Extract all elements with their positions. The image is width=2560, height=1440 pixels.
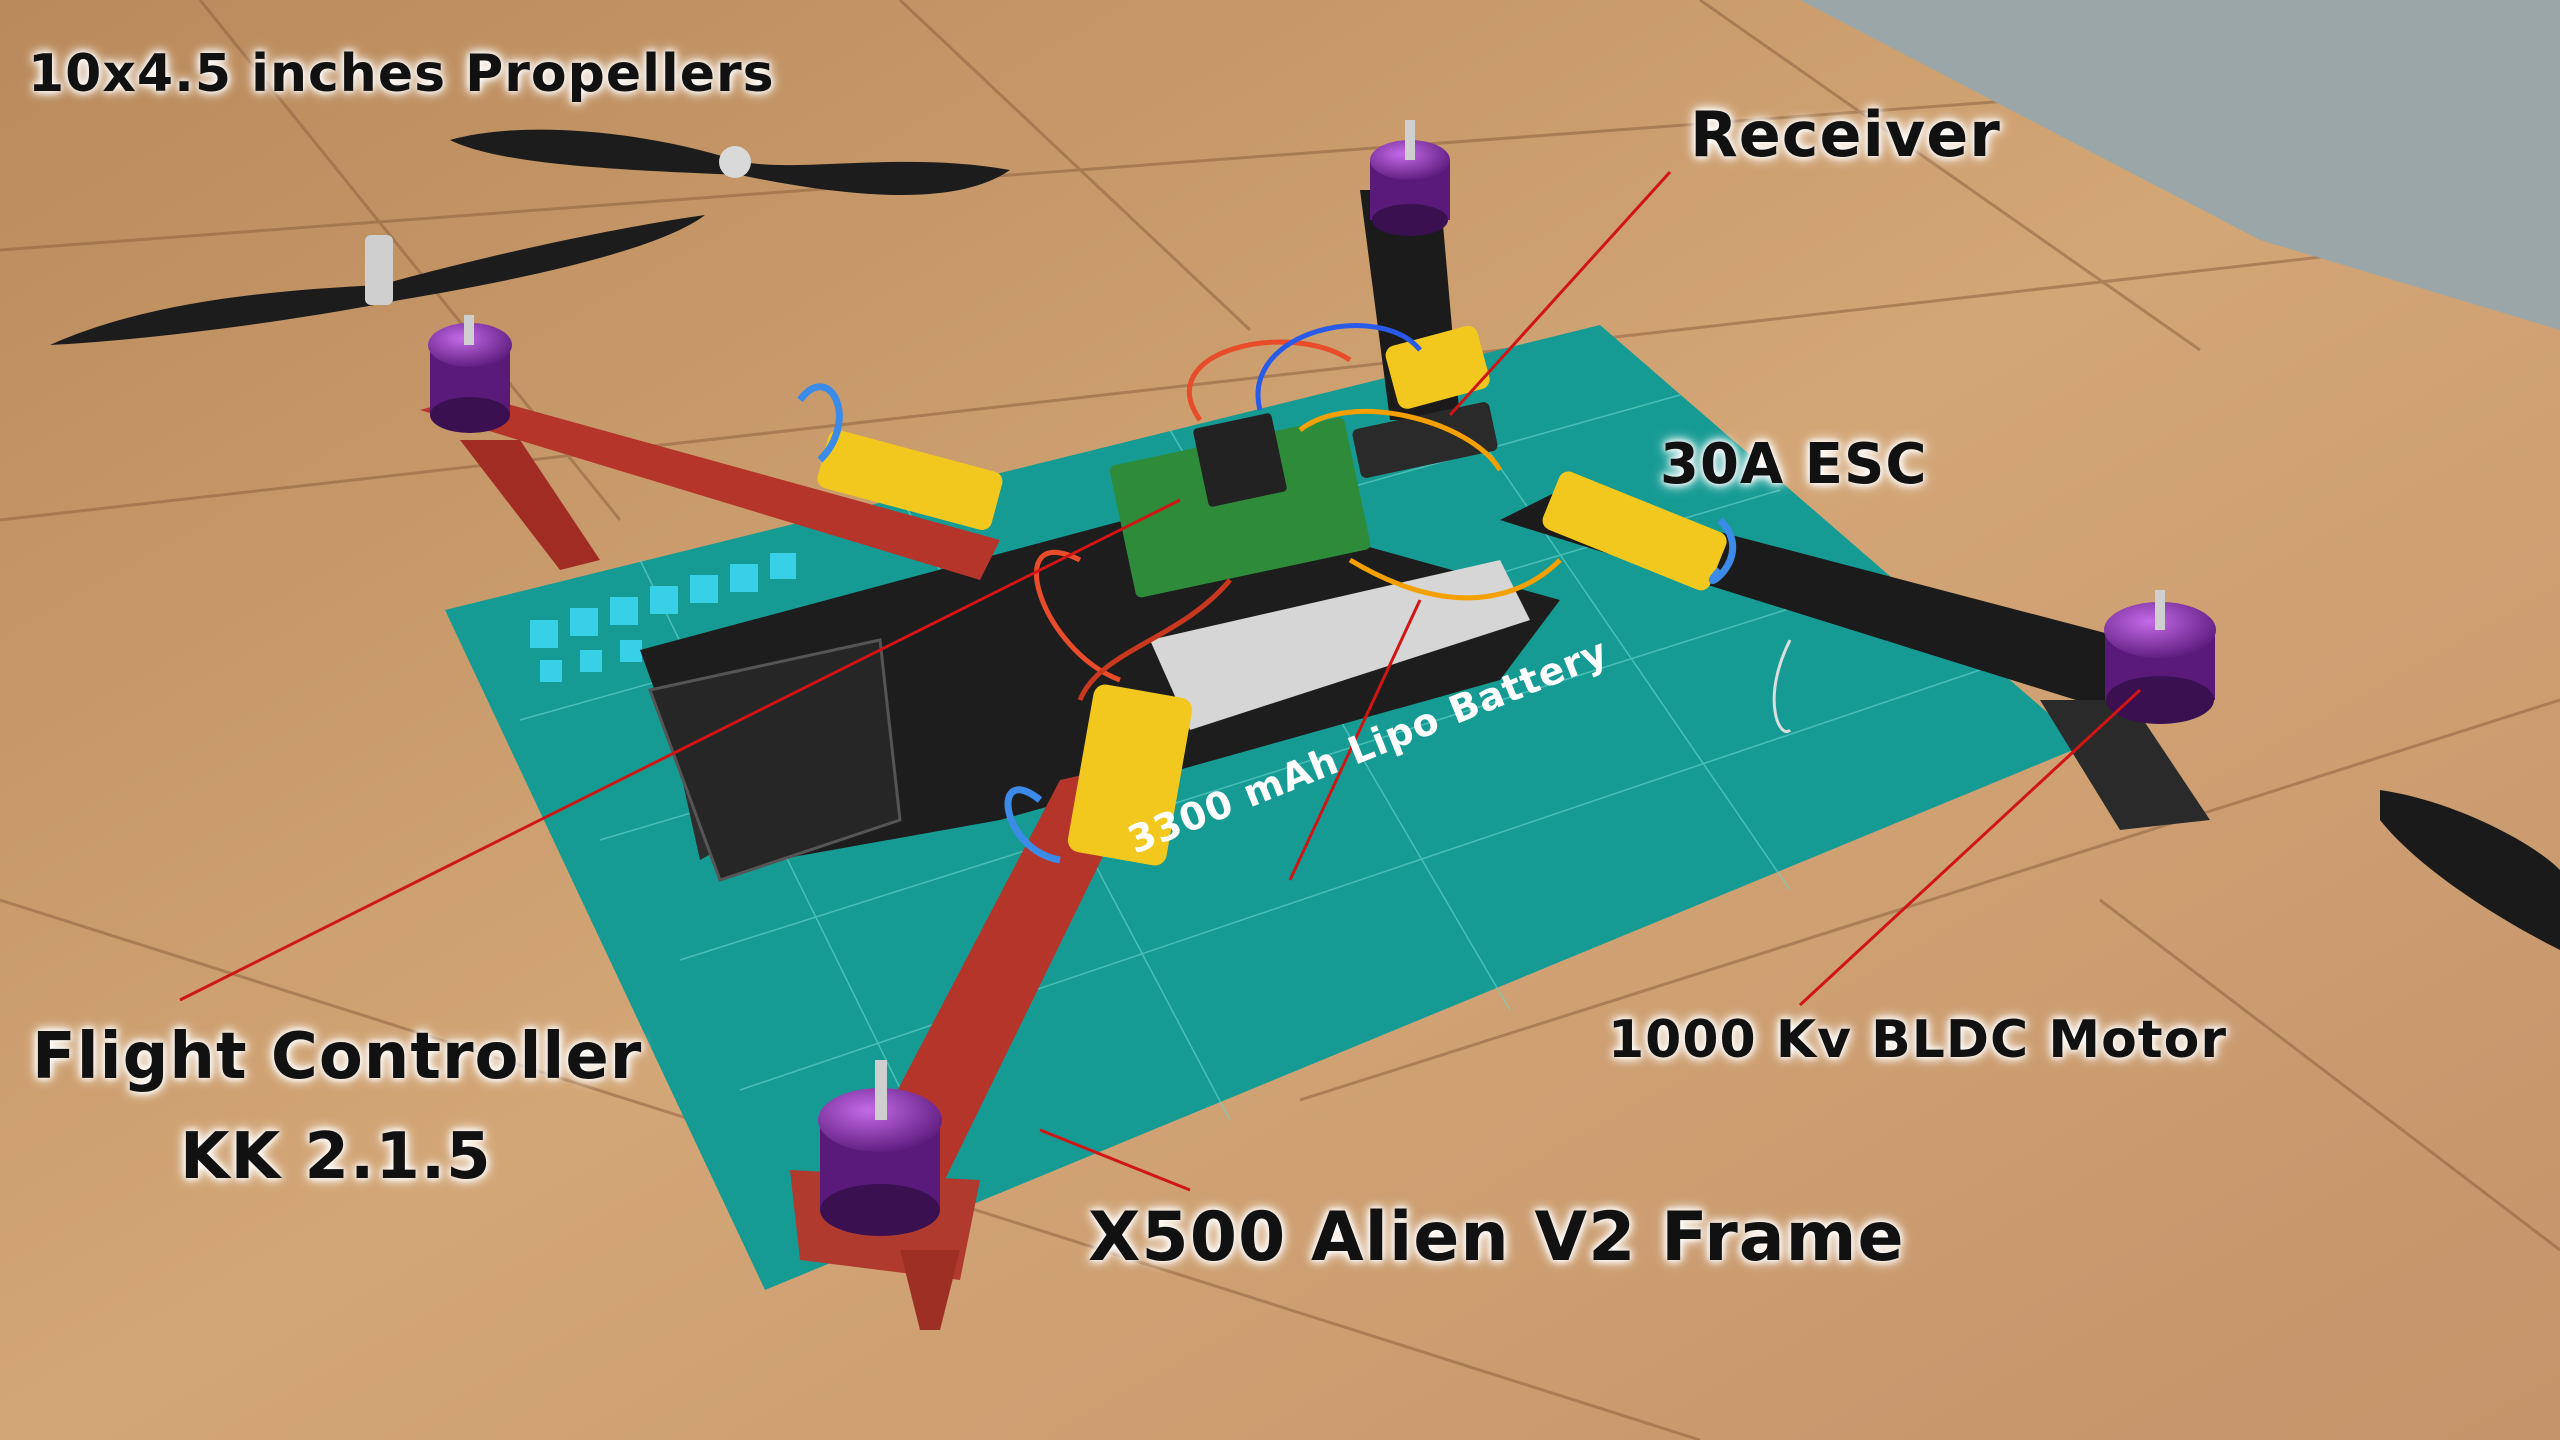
wires [797, 323, 1792, 864]
esc-front [1067, 684, 1193, 866]
motor-rear [1370, 120, 1450, 236]
battery-compartment [647, 638, 902, 882]
label-receiver: Receiver [1690, 98, 2001, 171]
esc-rear [1385, 325, 1490, 409]
cutting-mat-squares [530, 553, 796, 682]
receiver-module [1352, 402, 1498, 478]
propeller-tip-right [2380, 790, 2560, 950]
leader-line-motor [1798, 688, 2142, 1007]
label-frame: X500 Alien V2 Frame [1088, 1198, 1905, 1277]
motor-front [818, 1060, 942, 1236]
esc-left [817, 429, 1003, 531]
label-flight-controller-line2: KK 2.1.5 [180, 1120, 492, 1194]
flight-controller-chip [1193, 413, 1287, 507]
motor-left [428, 315, 512, 433]
esc-right [1542, 471, 1727, 591]
propeller-bottom [50, 215, 705, 345]
background-wall [1800, 0, 2560, 330]
label-flight-controller-line1: Flight Controller [32, 1020, 643, 1094]
leader-line-battery [1288, 599, 1422, 881]
flight-controller-board [1109, 417, 1371, 598]
leader-lines [179, 170, 2142, 1192]
motor-right [2104, 590, 2216, 724]
leader-line-receiver [1448, 170, 1672, 417]
arm-front-left [420, 395, 1000, 580]
propeller-top [450, 129, 1010, 195]
label-propellers: 10x4.5 inches Propellers [28, 44, 775, 104]
leader-line-flight-controller [179, 498, 1181, 1002]
label-motor: 1000 Kv BLDC Motor [1608, 1010, 2228, 1070]
leader-line-frame [1039, 1128, 1191, 1192]
label-esc: 30A ESC [1660, 432, 1928, 497]
lipo-battery [1150, 560, 1530, 730]
